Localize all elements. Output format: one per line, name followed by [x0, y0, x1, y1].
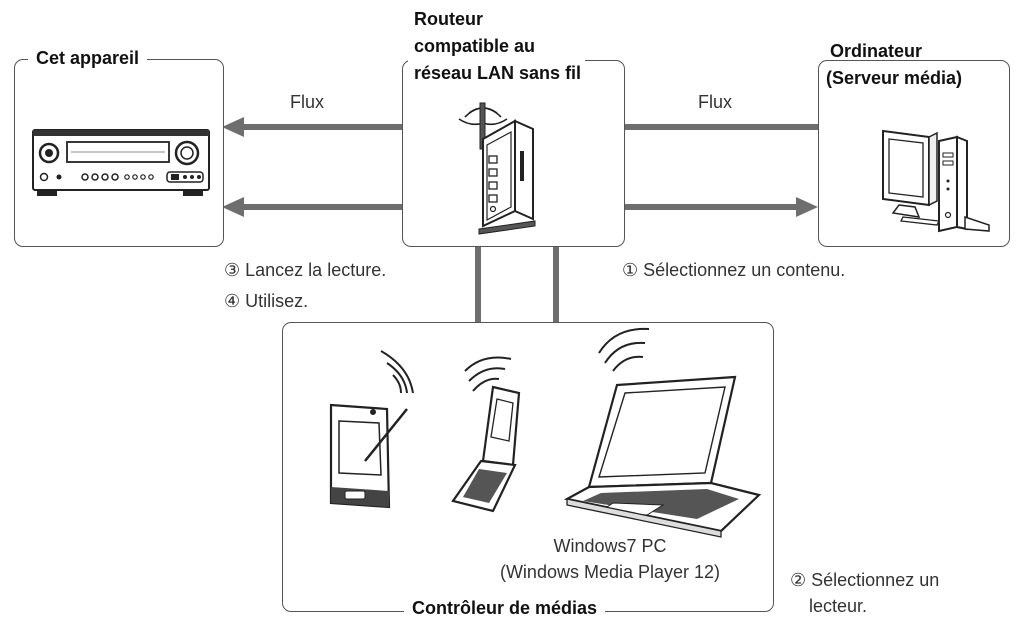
- controller-box-title: Contrôleur de médias: [404, 598, 606, 619]
- step-2-line-1: ② Sélectionnez un: [790, 570, 940, 590]
- flip-phone-icon: [451, 356, 521, 513]
- flow-label-left: Flux: [290, 92, 325, 112]
- pda-icon: [329, 350, 414, 509]
- flow-arrow-bottom-left: [222, 197, 402, 217]
- computer-title-line-1: Ordinateur: [830, 41, 923, 61]
- step-2-line-2: lecteur.: [809, 596, 868, 616]
- router-title-line-2: compatible au: [414, 36, 536, 56]
- step-2-text: ② Sélectionnez un lecteur.: [790, 567, 939, 619]
- wireless-router-icon: [458, 102, 536, 235]
- device-box-title: Cet appareil: [28, 48, 148, 69]
- controller-devices: [329, 327, 762, 538]
- step-1-text: ① Sélectionnez un contenu.: [622, 260, 846, 280]
- device-box: [14, 59, 224, 247]
- laptop-label: Windows7 PC (Windows Media Player 12): [283, 533, 773, 585]
- router-title: Routeur compatible au réseau LAN sans fi…: [408, 6, 586, 87]
- router-title-line-3: réseau LAN sans fil: [408, 60, 586, 87]
- laptop-icon: [563, 327, 762, 538]
- step-4-text: ④ Utilisez.: [224, 291, 309, 311]
- step-3-text: ③ Lancez la lecture.: [224, 260, 387, 280]
- flow-label-right: Flux: [698, 92, 733, 112]
- router-title-line-1: Routeur: [414, 9, 483, 29]
- controller-box: Windows7 PC (Windows Media Player 12): [282, 322, 774, 612]
- laptop-label-line-1: Windows7 PC: [553, 536, 667, 556]
- laptop-label-line-2: (Windows Media Player 12): [499, 562, 721, 582]
- flow-arrow-top-left: [222, 117, 402, 137]
- flow-arrow-bottom-right: [625, 197, 818, 217]
- desktop-computer-icon: [882, 129, 990, 233]
- computer-title: Ordinateur (Serveur média): [822, 38, 967, 92]
- av-receiver-icon: [32, 129, 210, 196]
- router-box: [402, 60, 625, 247]
- computer-title-line-2: (Serveur média): [822, 65, 967, 92]
